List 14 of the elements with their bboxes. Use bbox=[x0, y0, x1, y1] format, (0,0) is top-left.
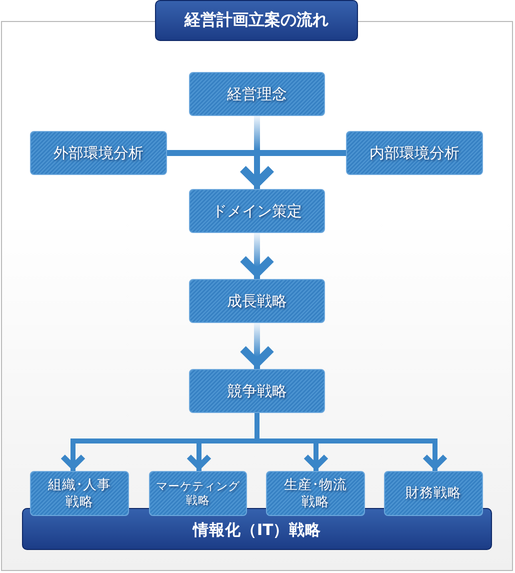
process-box: 経営理念 bbox=[189, 72, 325, 116]
process-box: 生産･物流戦略 bbox=[266, 471, 365, 516]
arrow bbox=[239, 233, 275, 279]
arrow bbox=[239, 323, 275, 369]
process-box: 外部環境分析 bbox=[30, 131, 167, 175]
process-box: ドメイン策定 bbox=[189, 189, 325, 233]
process-box: 成長戦略 bbox=[189, 279, 325, 323]
process-box: マーケティング戦略 bbox=[149, 471, 247, 516]
title-banner: 経営計画立案の流れ bbox=[155, 0, 358, 41]
process-box: 内部環境分析 bbox=[346, 131, 483, 175]
arrow bbox=[239, 150, 346, 189]
process-box: 財務戦略 bbox=[384, 471, 483, 516]
process-box: 組織･人事戦略 bbox=[30, 471, 129, 516]
process-box: 競争戦略 bbox=[189, 369, 325, 413]
